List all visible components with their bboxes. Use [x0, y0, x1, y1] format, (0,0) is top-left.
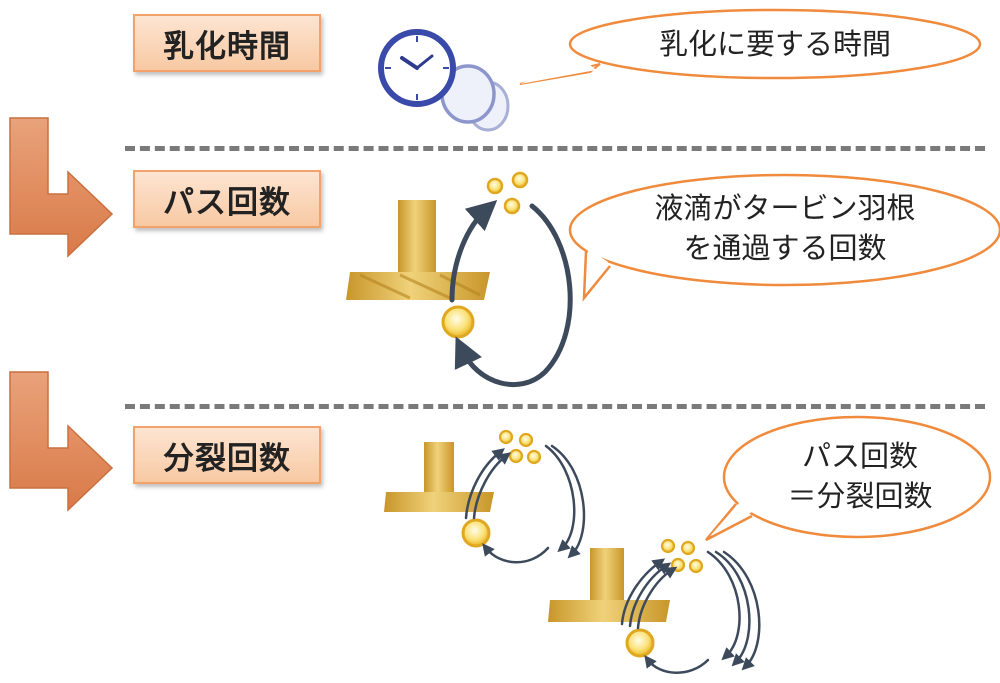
- callout-text-3: パス回数 ＝分裂回数: [745, 436, 975, 516]
- divider-2: [125, 404, 985, 409]
- turbine-blade-icon: [548, 548, 670, 622]
- callout-3-line-2: ＝分裂回数: [787, 479, 933, 513]
- stage-label-breakup-count: 分裂回数: [133, 426, 321, 484]
- callout-bubble-2: [568, 173, 1000, 302]
- callout-text-1: 乳化に要する時間: [600, 24, 950, 64]
- down-right-arrow-icon: [9, 117, 114, 258]
- callout-2-line-1: 液滴がタービン羽根: [654, 191, 916, 225]
- divider-1: [125, 146, 985, 151]
- stage-label-pass-count: パス回数: [133, 170, 321, 228]
- callout-bubble-1: [519, 8, 982, 85]
- cycle-arrow-icon: [620, 550, 761, 674]
- turbine-blade-icon: [346, 200, 490, 300]
- stage-label-emulsification-time: 乳化時間: [133, 14, 321, 72]
- droplet-icon: [625, 538, 704, 658]
- callout-text-2: 液滴がタービン羽根 を通過する回数: [610, 188, 960, 268]
- down-right-arrow-icon: [9, 371, 114, 512]
- droplet-icon: [441, 171, 529, 339]
- cycle-arrow-icon: [449, 200, 573, 388]
- callout-3-line-1: パス回数: [801, 439, 918, 473]
- callout-1-line-1: 乳化に要する時間: [658, 27, 891, 61]
- callout-2-line-2: を通過する回数: [683, 231, 887, 265]
- clock-icon: [378, 29, 510, 132]
- cycle-arrow-icon: [464, 444, 586, 564]
- turbine-blade-icon: [384, 442, 494, 512]
- callout-bubble-3: [705, 415, 992, 542]
- droplet-icon: [461, 429, 542, 548]
